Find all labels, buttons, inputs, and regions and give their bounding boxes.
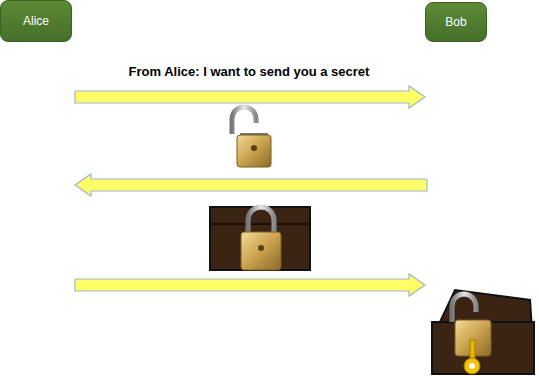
- message-arrow: [75, 86, 425, 108]
- message-label: From Alice: I want to send you a secret: [129, 64, 370, 79]
- padlock-shackle: [232, 107, 256, 134]
- key-hole: [469, 363, 475, 369]
- padlock-keyhole: [258, 245, 264, 251]
- actor-name: Alice: [23, 14, 49, 28]
- padlock-body: [241, 232, 281, 270]
- key-bow: [464, 358, 480, 374]
- key-shaft: [470, 340, 475, 360]
- chest-lid-line: [210, 223, 310, 225]
- actor-name: Bob: [445, 15, 466, 29]
- padlock-shackle: [248, 207, 274, 234]
- actor-box: Alice: [0, 0, 72, 42]
- padlock-body: [237, 135, 271, 167]
- opened-chest: [432, 290, 534, 374]
- locked-chest: [210, 207, 310, 270]
- message-arrow: [75, 174, 427, 196]
- message-arrow: [75, 274, 425, 296]
- padlock-shackle: [452, 294, 476, 322]
- chest-body: [210, 207, 310, 270]
- open-padlock: [232, 107, 271, 167]
- padlock-keyhole: [251, 145, 257, 151]
- actor-box: Bob: [425, 2, 487, 42]
